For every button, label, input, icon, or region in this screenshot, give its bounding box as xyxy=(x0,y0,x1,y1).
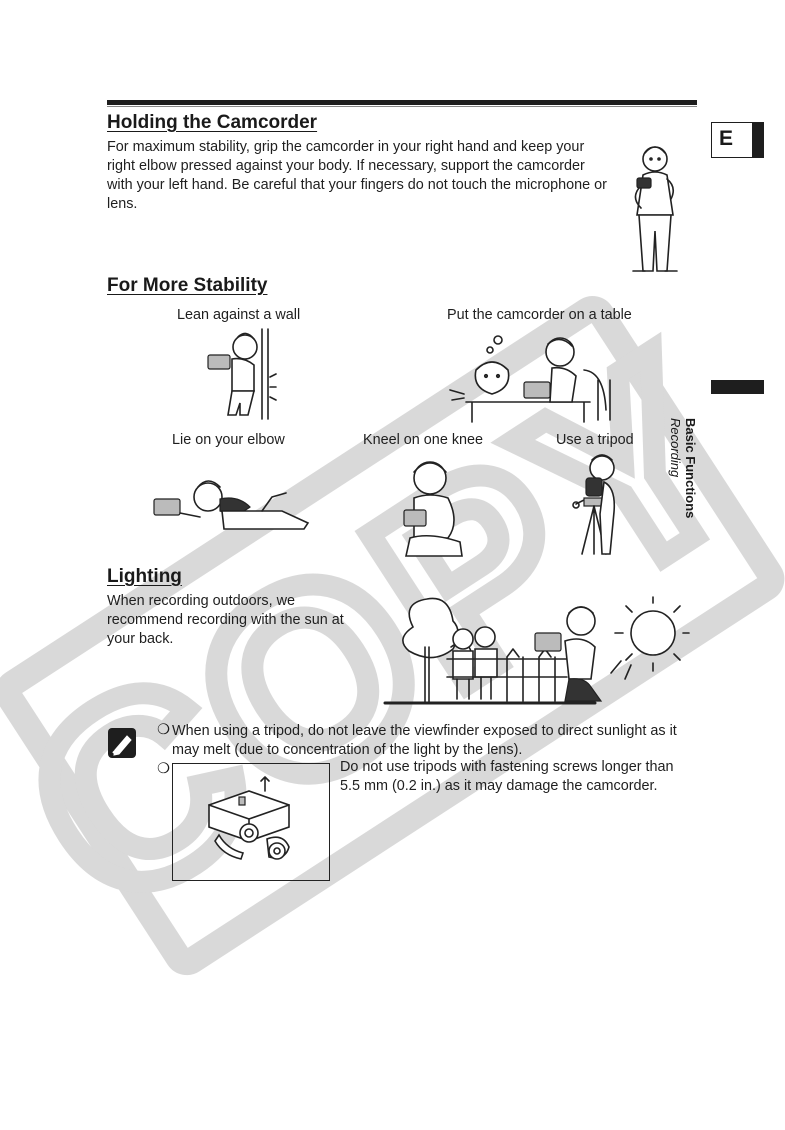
holding-text: For maximum stability, grip the camcorde… xyxy=(107,139,607,212)
caption-wall: Lean against a wall xyxy=(177,307,301,323)
bullet-icon: ❍ xyxy=(157,761,170,777)
section-tab-label: Basic Functions Recording xyxy=(668,418,698,578)
note-text-1: When using a tripod, do not leave the vi… xyxy=(172,723,677,758)
kneel-on-knee-illustration xyxy=(403,461,463,557)
caption-elbow: Lie on your elbow xyxy=(172,432,285,448)
person-holding-camcorder-illustration xyxy=(632,146,678,272)
subsection-name: Recording xyxy=(668,418,683,478)
caption-table: Put the camcorder on a table xyxy=(447,307,632,323)
caption-tripod: Use a tripod xyxy=(556,432,634,448)
holding-title: Holding the Camcorder xyxy=(107,112,318,133)
language-tab-letter: E xyxy=(719,127,734,150)
note-item-2: ❍ xyxy=(157,760,170,778)
camcorder-bottom-screw-illustration xyxy=(208,776,290,860)
language-tab-bar xyxy=(752,122,764,158)
camcorder-on-table-illustration xyxy=(449,335,611,423)
lighting-title: Lighting xyxy=(107,566,182,587)
lighting-text: When recording outdoors, we recommend re… xyxy=(107,593,344,647)
bullet-icon: ❍ xyxy=(157,722,170,738)
header-rule-thin xyxy=(107,106,697,107)
lie-on-elbow-illustration xyxy=(153,480,310,530)
note-text-2: Do not use tripods with fastening screws… xyxy=(340,759,674,794)
header-rule xyxy=(107,100,697,105)
tripod-screw-figure xyxy=(172,763,330,881)
caption-knee: Kneel on one knee xyxy=(363,432,484,448)
sun-at-back-illustration xyxy=(383,596,690,705)
note-pencil-icon xyxy=(108,728,136,758)
section-tab-bar xyxy=(711,380,764,394)
lean-against-wall-illustration xyxy=(207,328,277,420)
note-item-1: ❍ When using a tripod, do not leave the … xyxy=(157,722,697,760)
use-tripod-illustration xyxy=(572,454,616,555)
section-name: Basic Functions xyxy=(683,418,698,519)
stability-title: For More Stability xyxy=(107,275,268,296)
